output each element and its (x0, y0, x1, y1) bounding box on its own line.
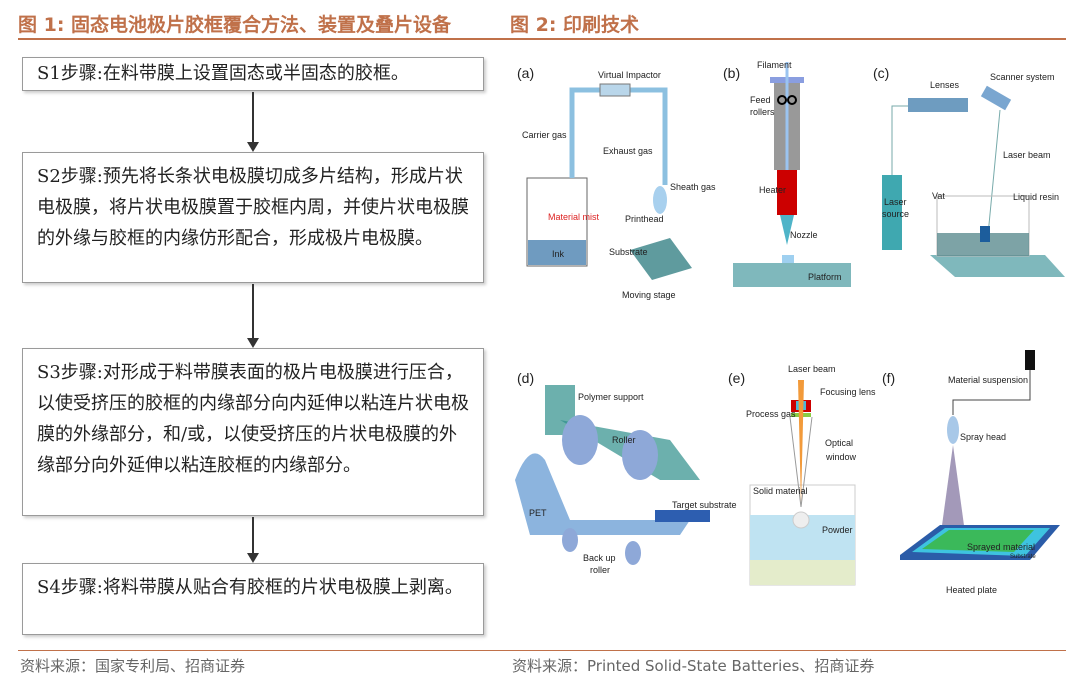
panel-a-aerosol-jet: (a) Virtual Impactor Carrier gas Exhaust… (517, 65, 716, 300)
diagram-label: Virtual Impactor (598, 70, 661, 80)
flow-step-s4: S4步骤:将料带膜从贴合有胶框的片状电极膜上剥离。 (22, 563, 484, 635)
panel-c-sla: (c) Lenses Scanner system Laser beam Las… (873, 65, 1065, 277)
panel-label: (b) (723, 65, 740, 81)
figure-1-source: 资料来源：国家专利局、招商证券 (20, 657, 246, 675)
diagram-label: Vat (932, 191, 945, 201)
panel-label: (f) (882, 370, 895, 386)
diagram-label: Liquid resin (1013, 192, 1059, 202)
diagram-label: Ink (552, 249, 565, 259)
diagram-label: Focusing lens (820, 387, 876, 397)
header-divider (18, 38, 1066, 40)
diagram-label: Sheath gas (670, 182, 716, 192)
diagram-label: Carrier gas (522, 130, 567, 140)
flow-step-s1: S1步骤:在料带膜上设置固态或半固态的胶框。 (22, 57, 484, 91)
diagram-label: Laser beam (788, 364, 836, 374)
flow-arrow (247, 284, 259, 348)
panel-d-roll-to-roll: (d) Polymer support Roller PET Target su… (515, 370, 737, 575)
diagram-label: roller (590, 565, 610, 575)
figure-1-title: 图 1: 固态电池极片胶框覆合方法、装置及叠片设备 (18, 14, 452, 36)
diagram-label: Scanner system (990, 72, 1055, 82)
diagram-label: Laser beam (1003, 150, 1051, 160)
panel-label: (d) (517, 370, 534, 386)
diagram-label: Moving stage (622, 290, 676, 300)
diagram-label: Exhaust gas (603, 146, 653, 156)
diagram-label: window (825, 452, 857, 462)
diagram-label: Feed (750, 95, 771, 105)
panel-f-spray: (f) Material suspension Spray head Spray… (882, 350, 1060, 595)
diagram-label: Material suspension (948, 375, 1028, 385)
diagram-label: Polymer support (578, 392, 644, 402)
diagram-label: Roller (612, 435, 636, 445)
flow-step-s2: S2步骤:预先将长条状电极膜切成多片结构，形成片状电极膜，将片状电极膜置于胶框内… (22, 152, 484, 283)
diagram-label: Back up (583, 553, 616, 563)
footer-divider (18, 650, 1066, 651)
panel-label: (a) (517, 65, 534, 81)
panel-label: (e) (728, 370, 745, 386)
figure-2-source: 资料来源：Printed Solid-State Batteries、招商证券 (512, 657, 875, 675)
diagram-label: Substrate (1010, 554, 1036, 560)
diagram-label: Platform (808, 272, 842, 282)
diagram-label: source (882, 209, 909, 219)
diagram-label: PET (529, 508, 547, 518)
diagram-label: Process gas (746, 409, 796, 419)
panel-b-fdm: (b) Filament Feed rollers Heater Nozzle … (723, 60, 851, 287)
diagram-label: Spray head (960, 432, 1006, 442)
figure-2-title: 图 2: 印刷技术 (510, 14, 640, 36)
diagram-label: Heater (759, 185, 786, 195)
flow-arrow (247, 517, 259, 563)
diagram-label: Optical (825, 438, 853, 448)
panel-label: (c) (873, 65, 889, 81)
diagram-label: Powder (822, 525, 853, 535)
diagram-label: Heated plate (946, 585, 997, 595)
panel-e-laser-transfer: (e) Laser beam Focusing lens Process gas… (728, 364, 876, 586)
diagram-label: Laser (884, 197, 907, 207)
diagram-label: Filament (757, 60, 792, 70)
diagram-label: Printhead (625, 214, 664, 224)
diagram-label: Material mist (548, 212, 600, 222)
flow-arrow (247, 92, 259, 152)
diagram-label: Substrate (609, 247, 648, 257)
diagram-label: Solid material (753, 486, 808, 496)
diagram-label: Sprayed material (967, 542, 1035, 552)
printing-techniques-diagram: (a) Virtual Impactor Carrier gas Exhaust… (515, 60, 1065, 595)
diagram-label: Target substrate (672, 500, 737, 510)
diagram-label: Nozzle (790, 230, 818, 240)
diagram-label: rollers (750, 107, 775, 117)
diagram-label: Lenses (930, 80, 960, 90)
flow-step-s3: S3步骤:对形成于料带膜表面的极片电极膜进行压合，以使受挤压的胶框的内缘部分向内… (22, 348, 484, 516)
